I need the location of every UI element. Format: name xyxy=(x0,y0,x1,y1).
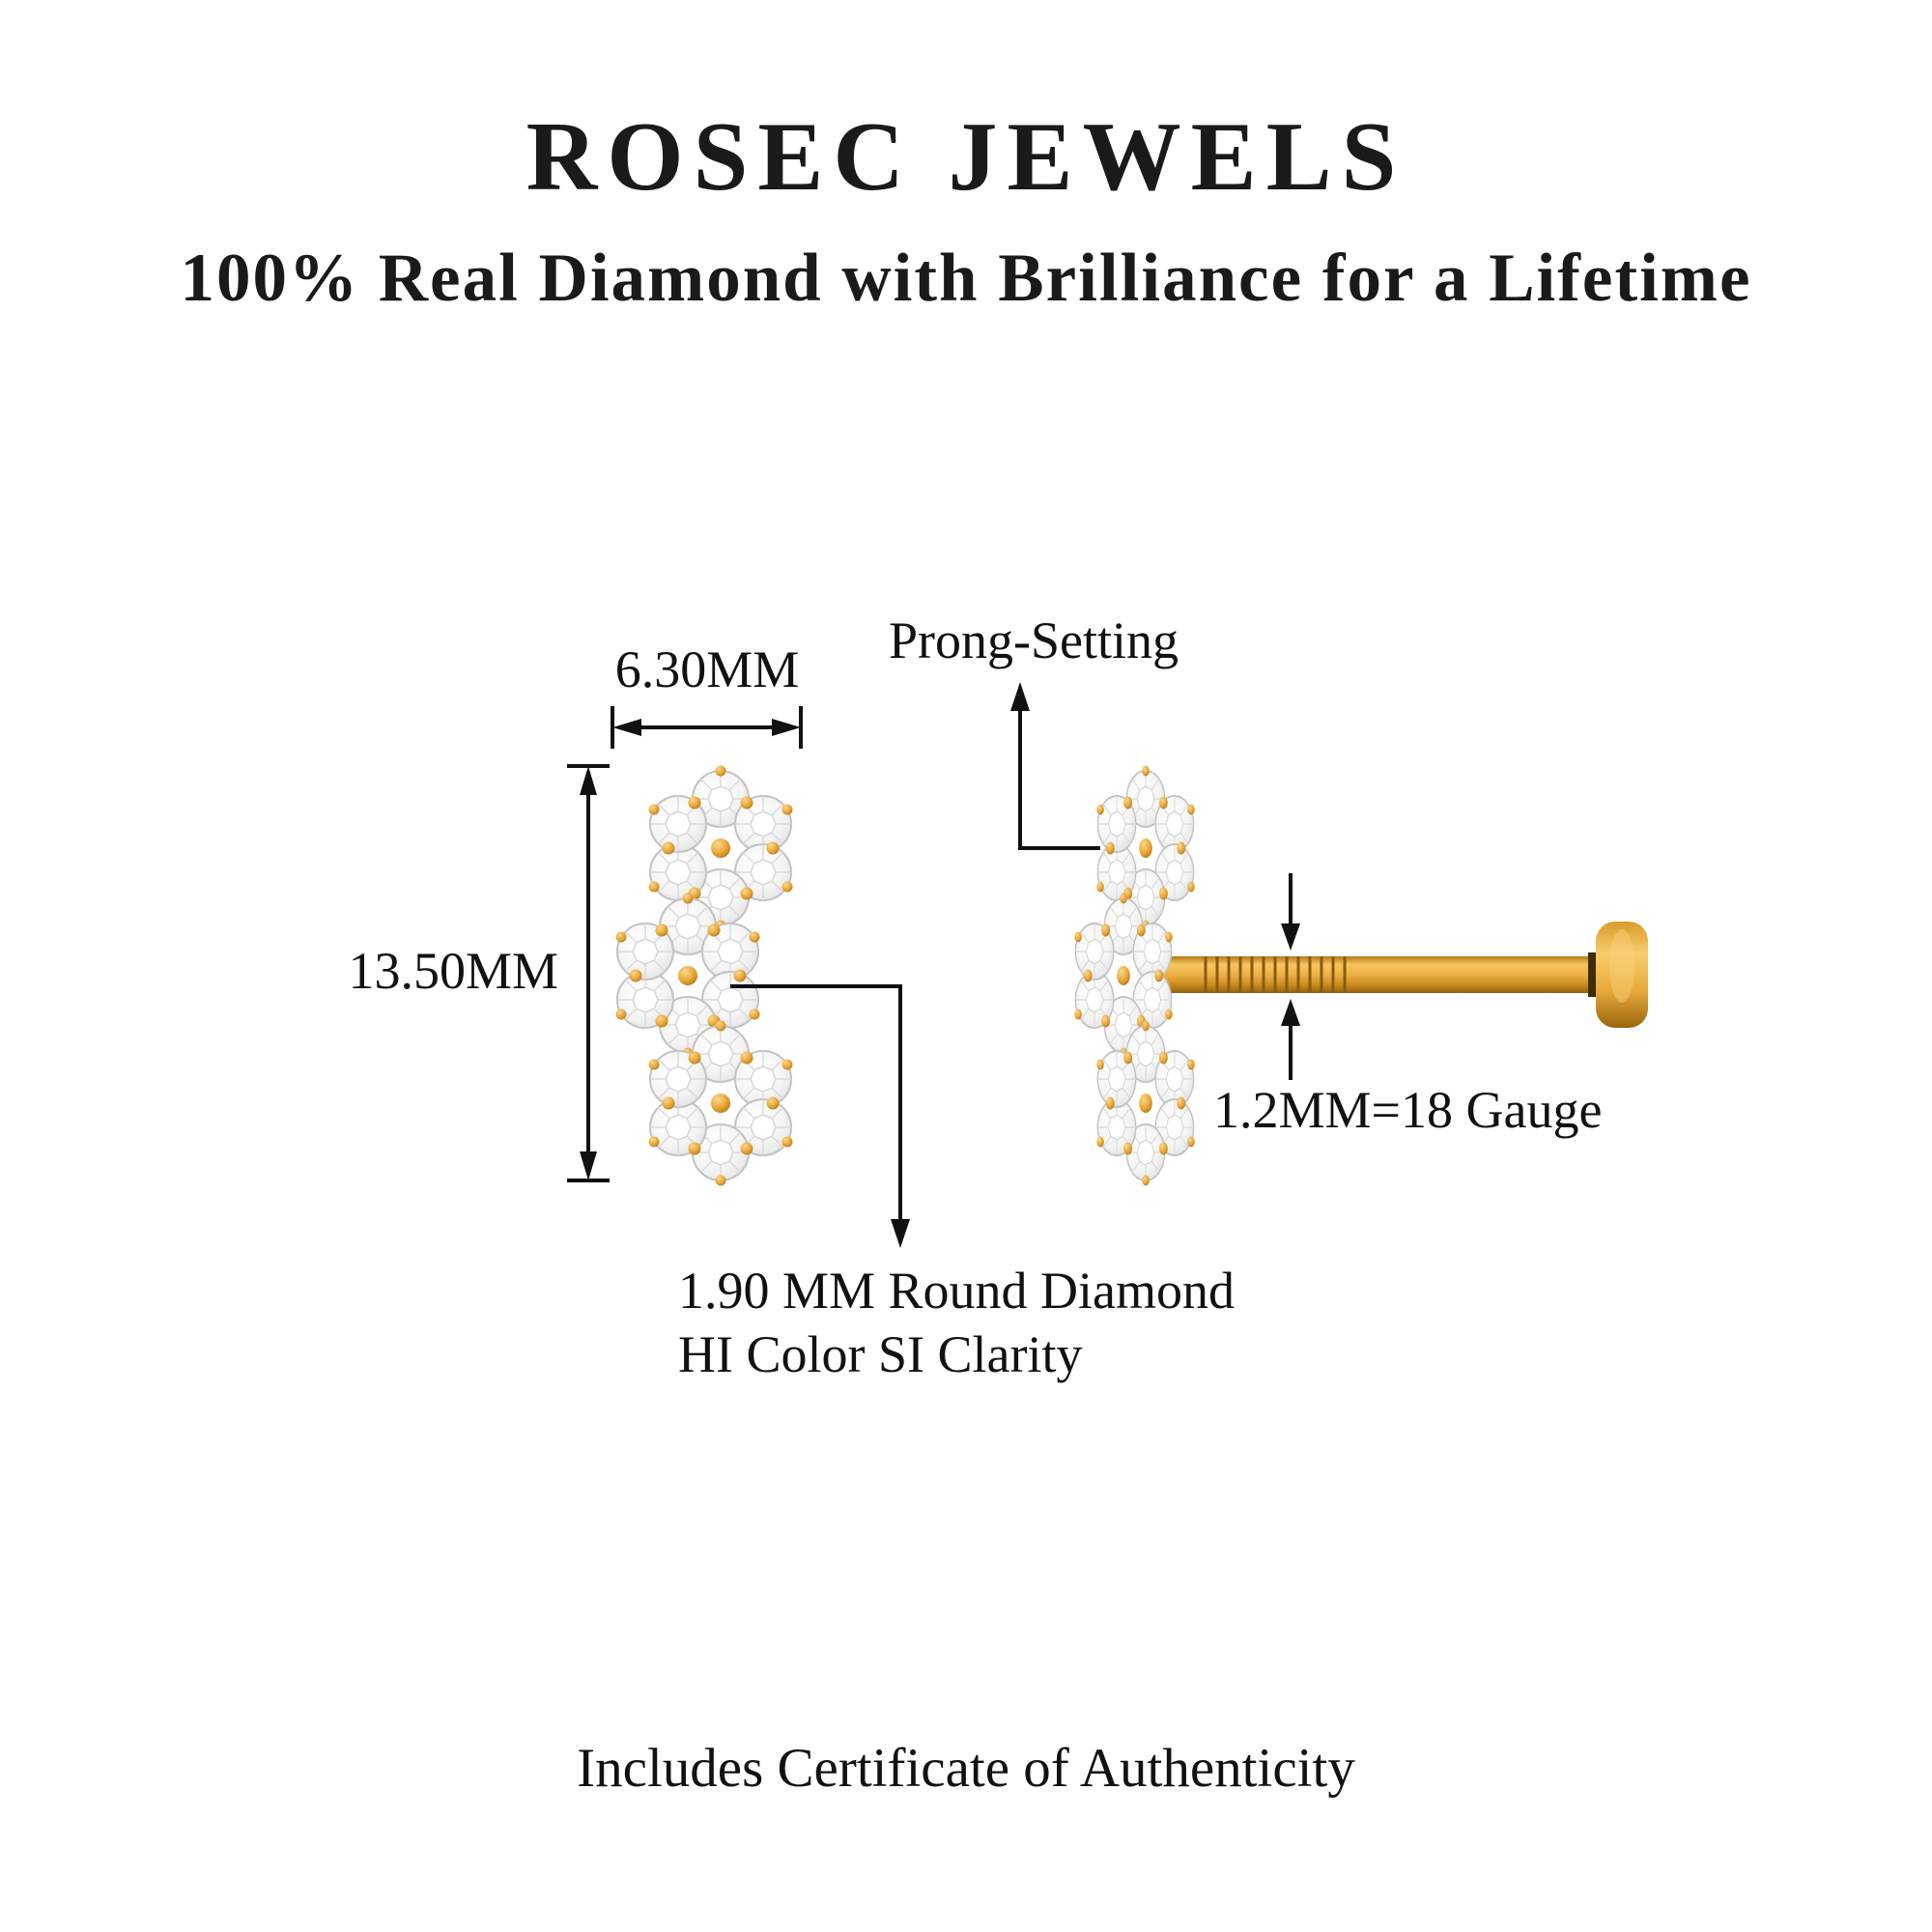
dimension-annotations xyxy=(567,682,1300,1248)
side-view-earring xyxy=(1074,766,1648,1186)
prong-setting-pointer xyxy=(1010,682,1100,850)
height-dimension-arrows xyxy=(567,764,610,1182)
diamond-spec-pointer xyxy=(730,984,910,1248)
screw-threads xyxy=(1204,956,1347,993)
diamond-spec-label: 1.90 MM Round Diamond HI Color SI Clarit… xyxy=(678,1260,1235,1387)
post-disc-shadow xyxy=(1588,952,1596,997)
diamond-spec-line2: HI Color SI Clarity xyxy=(678,1324,1083,1383)
prong-setting-label: Prong-Setting xyxy=(889,611,1179,669)
labret-post xyxy=(1159,922,1648,1028)
certificate-note: Includes Certificate of Authenticity xyxy=(577,1738,1355,1799)
brand-tagline: 100% Real Diamond with Brilliance for a … xyxy=(180,241,1752,316)
gauge-arrows xyxy=(1281,873,1300,1080)
width-dimension-label: 6.30MM xyxy=(614,640,800,698)
diamond-spec-line1: 1.90 MM Round Diamond xyxy=(678,1262,1236,1320)
gauge-label: 1.2MM=18 Gauge xyxy=(1213,1081,1603,1139)
width-dimension-arrows xyxy=(611,706,803,749)
front-view-earring xyxy=(616,766,793,1186)
flat-back-disc xyxy=(1596,922,1648,1028)
brand-title: ROSEC JEWELS xyxy=(526,102,1406,212)
height-dimension-label: 13.50MM xyxy=(348,942,558,1000)
